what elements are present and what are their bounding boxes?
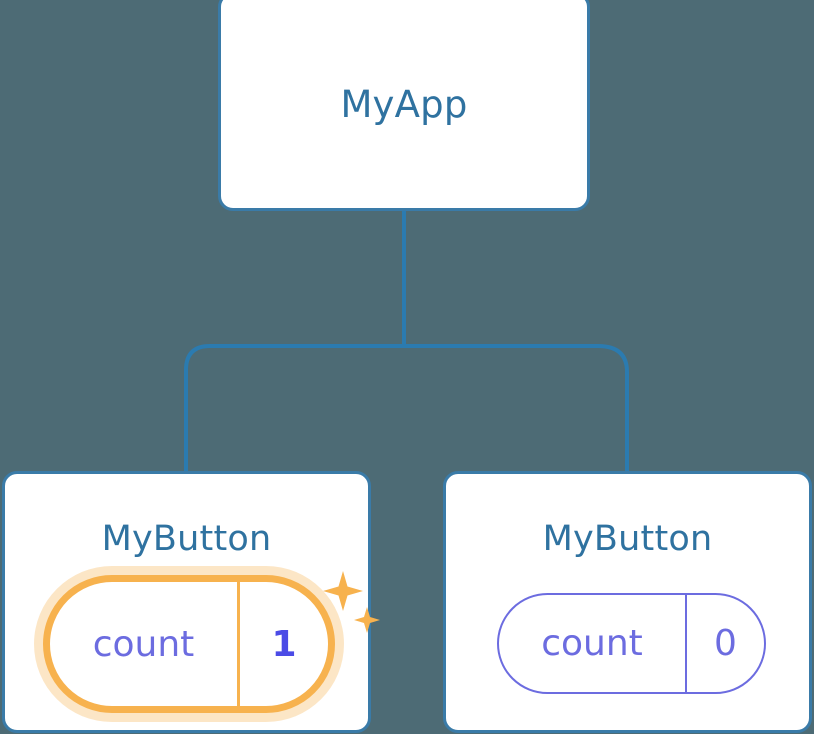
state-key: count [499, 595, 687, 692]
state-pill-count-0[interactable]: count 1 [43, 575, 335, 713]
sparkle-icon [323, 571, 363, 611]
state-value: 0 [714, 623, 737, 664]
node-mybutton-0[interactable]: MyButton count 1 [2, 471, 380, 733]
node-title: MyApp [340, 83, 468, 126]
state-value: 1 [271, 623, 297, 665]
node-myapp[interactable]: MyApp [218, 0, 590, 211]
state-key: count [50, 582, 240, 706]
state-pill-count-1[interactable]: count 0 [497, 593, 766, 694]
node-title: MyButton [101, 519, 272, 559]
connector-branch-bus [184, 344, 629, 471]
node-mybutton-1[interactable]: MyButton count 0 [443, 471, 812, 733]
node-title: MyButton [542, 519, 713, 559]
